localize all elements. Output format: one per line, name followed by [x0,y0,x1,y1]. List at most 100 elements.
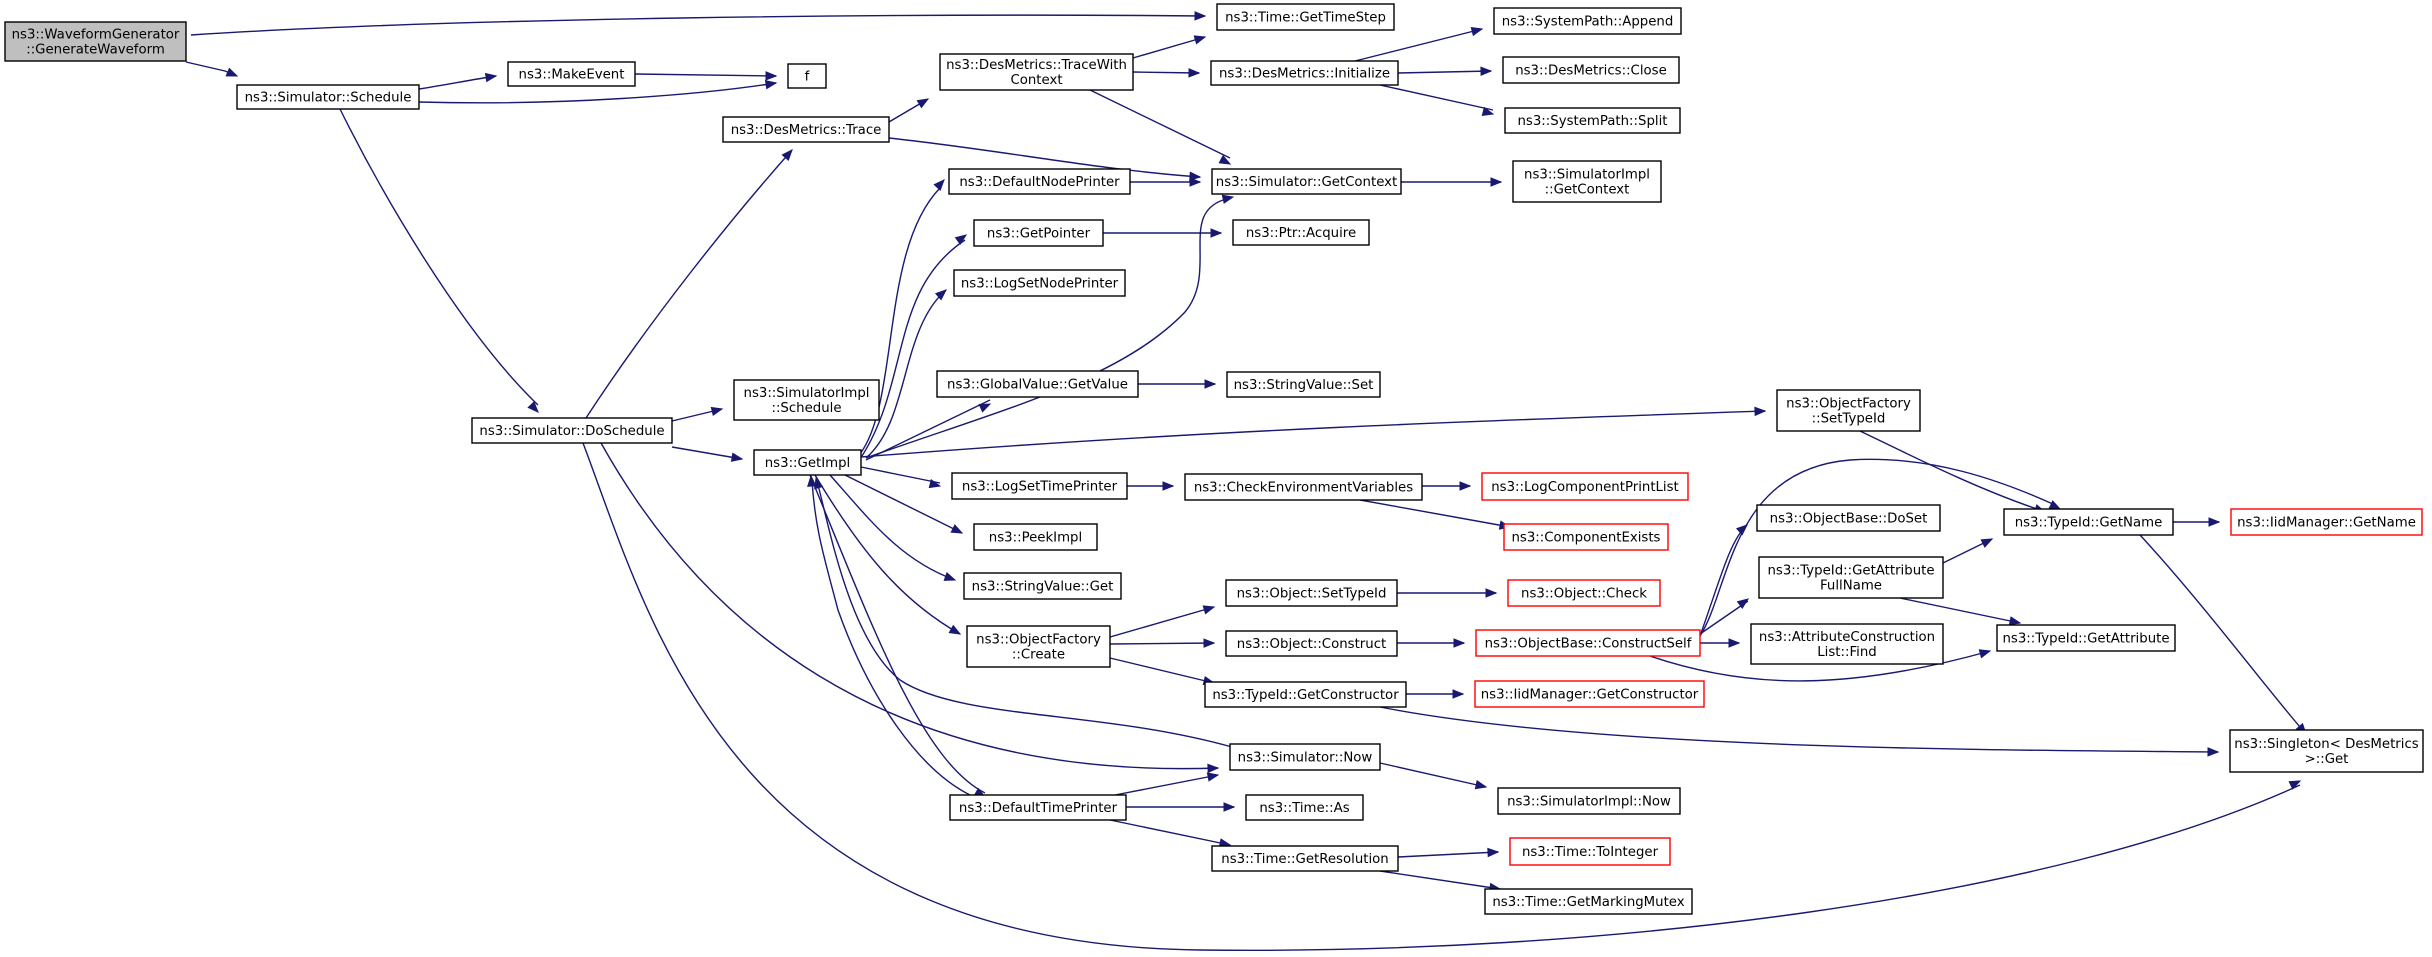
edge-getimpl-to-svget [829,474,957,581]
node-svset[interactable]: ns3::StringValue::Set [1226,371,1381,398]
arrowhead [1481,106,1495,116]
node-compexists[interactable]: ns3::ComponentExists [1503,523,1669,551]
arrowhead [1223,802,1236,812]
edge-dmtwc-to-simgetctx [1089,89,1232,165]
edge-line [418,75,497,90]
node-gvgetvalue[interactable]: ns3::GlobalValue::GetValue [936,370,1139,398]
node-peekimpl[interactable]: ns3::PeekImpl [973,523,1098,551]
arrowhead [928,478,942,489]
node-dminit[interactable]: ns3::DesMetrics::Initialize [1210,60,1399,86]
node-label: ns3::LogComponentPrintList [1491,480,1679,495]
node-ofsettypeid[interactable]: ns3::ObjectFactory::SetTypeId [1776,389,1921,432]
node-logcomplist[interactable]: ns3::LogComponentPrintList [1481,472,1689,501]
node-objsettypeid[interactable]: ns3::Object::SetTypeId [1225,579,1398,607]
node-iidgetname[interactable]: ns3::IidManager::GetName [2230,508,2423,536]
edge-line [1899,597,2021,624]
node-objconstruct[interactable]: ns3::Object::Construct [1225,630,1398,657]
node-box [973,523,1098,551]
node-dosched[interactable]: ns3::Simulator::DoSchedule [471,417,673,444]
arrowhead [1736,598,1750,610]
arrowhead [2208,517,2221,527]
edge-objbaseconstructself-to-typeidgetname [1699,458,2062,637]
node-timegetmutex[interactable]: ns3::Time::GetMarkingMutex [1484,888,1693,915]
node-makeevent[interactable]: ns3::MakeEvent [507,61,636,87]
node-typeidgetname[interactable]: ns3::TypeId::GetName [2003,508,2174,536]
node-logsettime[interactable]: ns3::LogSetTimePrinter [951,472,1128,500]
node-label: ns3::Time::GetMarkingMutex [1492,895,1684,910]
arrowhead [2008,616,2022,626]
node-dmtrace[interactable]: ns3::DesMetrics::Trace [722,116,890,143]
node-getpointer[interactable]: ns3::GetPointer [973,219,1104,247]
arrowhead [950,524,964,534]
node-defnodeprinter[interactable]: ns3::DefaultNodePrinter [948,168,1131,195]
node-simimplsched[interactable]: ns3::SimulatorImpl::Schedule [733,379,880,421]
node-box [1232,219,1370,246]
edge-line [1109,642,1215,645]
node-objcheck[interactable]: ns3::Object::Check [1507,579,1661,607]
node-simimplnow[interactable]: ns3::SimulatorImpl::Now [1497,787,1681,815]
arrowhead [916,98,930,109]
arrowhead [1189,171,1202,181]
node-simimplgetctx[interactable]: ns3::SimulatorImpl::GetContext [1512,160,1662,203]
edge-tidgetattrfull-to-typeidgetname [1942,538,1994,564]
edge-getimpl-to-defnodeprinter [859,179,945,455]
node-tidgetconstructor[interactable]: ns3::TypeId::GetConstructor [1204,681,1407,708]
arrowhead [1728,638,1741,648]
edge-defnodeprinter-to-simgetctx [1130,177,1202,187]
node-box [1475,629,1701,657]
node-logsetnode[interactable]: ns3::LogSetNodePrinter [953,269,1126,297]
node-label: ns3::DesMetrics::Close [1515,64,1667,79]
node-gettimestep[interactable]: ns3::Time::GetTimeStep [1216,3,1395,31]
node-svget[interactable]: ns3::StringValue::Get [963,572,1122,600]
node-checkenv[interactable]: ns3::CheckEnvironmentVariables [1184,473,1423,501]
edge-dosched-to-getimpl [671,446,744,462]
edge-line [865,399,991,461]
edge-dmtwc-to-gettimestep [1132,35,1207,59]
node-objbasedoset[interactable]: ns3::ObjectBase::DoSet [1756,504,1941,532]
node-objbaseconstructself[interactable]: ns3::ObjectBase::ConstructSelf [1475,629,1701,657]
call-graph-nodes: ns3::WaveformGenerator::GenerateWaveform… [4,3,2424,915]
node-getimpl[interactable]: ns3::GetImpl [753,449,862,476]
node-box [1226,371,1381,398]
edge-timegetres-to-timetoint [1397,847,1500,858]
edge-objsettypeid-to-objcheck [1397,588,1498,598]
node-singletonget[interactable]: ns3::Singleton< DesMetrics >::Get [2229,729,2424,773]
arrowhead [1207,763,1220,774]
node-tidgetattr[interactable]: ns3::TypeId::GetAttribute [1996,624,2176,652]
node-syssplit[interactable]: ns3::SystemPath::Split [1504,107,1681,134]
arrowhead [730,452,744,462]
edge-gen-to-gettimestep [190,11,1207,36]
arrowhead [1980,538,1994,548]
node-label: ::GetContext [1545,183,1630,198]
node-label: ns3::Ptr::Acquire [1246,226,1356,241]
node-timetoint[interactable]: ns3::Time::ToInteger [1509,837,1671,866]
node-box [236,84,420,110]
node-simnow[interactable]: ns3::Simulator::Now [1229,743,1381,771]
edge-getimpl-to-simgetctx [865,194,1235,459]
node-iidgetconstructor[interactable]: ns3::IidManager::GetConstructor [1474,680,1705,708]
arrowhead [1204,379,1217,389]
edge-dosched-to-singletonget [582,442,2302,951]
node-sysappend[interactable]: ns3::SystemPath::Append [1493,7,1682,35]
node-dmclose[interactable]: ns3::DesMetrics::Close [1502,56,1680,84]
arrowhead [1162,481,1175,491]
node-box [787,63,827,89]
node-f[interactable]: f [787,63,827,89]
node-box [948,168,1131,195]
edge-deftimeprinter-to-timeas [1126,802,1236,812]
edge-logsettime-to-checkenv [1127,481,1175,491]
node-deftimeprinter[interactable]: ns3::DefaultTimePrinter [949,794,1127,821]
node-ptracquire[interactable]: ns3::Ptr::Acquire [1232,219,1370,246]
node-timeas[interactable]: ns3::Time::As [1245,794,1364,821]
node-gen[interactable]: ns3::WaveformGenerator::GenerateWaveform [4,21,187,62]
node-timegetres[interactable]: ns3::Time::GetResolution [1211,845,1399,872]
edge-dmtrace-to-dmtwc [888,98,930,123]
node-ofcreate[interactable]: ns3::ObjectFactory::Create [966,625,1111,668]
node-sched[interactable]: ns3::Simulator::Schedule [236,84,420,110]
node-simgetctx[interactable]: ns3::Simulator::GetContext [1211,168,1402,195]
edge-ofcreate-to-tidgetconstructor [1109,657,1216,686]
edge-line [865,289,947,459]
